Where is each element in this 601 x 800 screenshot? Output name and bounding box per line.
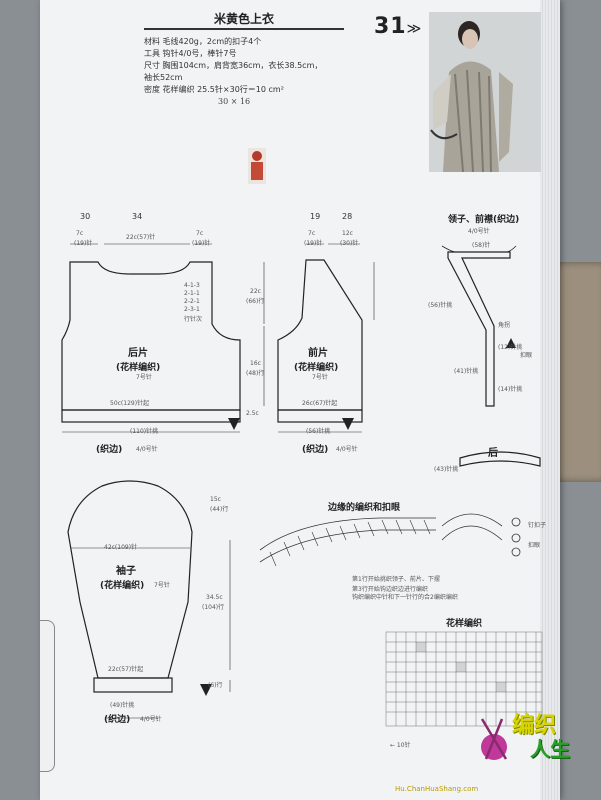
wooden-block bbox=[556, 262, 601, 482]
label-collar: 领子、前襟(织边) bbox=[448, 215, 520, 225]
watermark-logo: 编织 人生 bbox=[472, 705, 601, 785]
pattern-number: 31≫ bbox=[374, 14, 423, 39]
spec-tools: 工具 钩针4/0号，棒针7号 bbox=[144, 49, 237, 58]
pattern-diagram: 30 34 19 28 7c 22c(57)针 7c (19)针 (19)针 7… bbox=[40, 200, 560, 760]
dim-19-b: (19)针 bbox=[192, 240, 211, 247]
dim-back-top: 22c(57)针 bbox=[126, 234, 156, 241]
edging-note-1: 第1行开始挑织领子、前片、下摆 bbox=[352, 576, 440, 583]
label-front-hem: 26c(67)针起 bbox=[302, 400, 338, 407]
button-note: 钉扣子 bbox=[528, 522, 547, 529]
hand-34: 34 bbox=[132, 212, 143, 221]
collar-seam: 扣眼 bbox=[520, 352, 533, 359]
dec-seq-back-2: 2-1-1 bbox=[184, 290, 200, 297]
pattern-chart-title: 花样编织 bbox=[446, 619, 483, 629]
dim-345: 34.5c bbox=[206, 594, 223, 601]
page-edge bbox=[540, 0, 560, 800]
label-sleeve: 袖子 bbox=[116, 566, 136, 577]
book-page: 米黄色上衣 31≫ 材料 毛线420g，2cm的扣子4个 工具 钩针4/0号，棒… bbox=[40, 0, 560, 800]
dim-30: (30)针 bbox=[340, 240, 359, 247]
thumbnail-image bbox=[248, 148, 266, 184]
hand-28: 28 bbox=[342, 212, 353, 221]
collar-count-3: (41)针挑 bbox=[454, 368, 479, 375]
logo-line-1: 编织 bbox=[512, 713, 557, 738]
label-front-width: (56)针挑 bbox=[306, 428, 331, 435]
label-back-needle4: 4/0号针 bbox=[136, 446, 158, 453]
spec-sleeve: 袖长52cm bbox=[144, 73, 183, 82]
label-front-pattern: (花样编织) bbox=[294, 363, 339, 373]
collar-count-4: (12)针挑 bbox=[498, 344, 523, 351]
dim-12c: 12c bbox=[342, 230, 353, 237]
logo-line-2: 人生 bbox=[530, 737, 570, 761]
dim-19-c: (19)针 bbox=[304, 240, 323, 247]
dim-16c: 16c bbox=[250, 360, 261, 367]
dim-7c-b: 7c bbox=[196, 230, 204, 237]
edging-note-3: 钩织编织中针和下一针行的合2编织编织 bbox=[352, 594, 458, 601]
collar-count-5: (14)针挑 bbox=[498, 386, 523, 393]
edging-note-2: 第3行开始钩边织边进行编织 bbox=[352, 586, 428, 593]
button-pos: 扣眼 bbox=[528, 542, 541, 549]
rows-decrease: 行针次 bbox=[184, 316, 203, 323]
label-back: 后片 bbox=[128, 348, 148, 359]
label-sleeve-cuff: 22c(57)针起 bbox=[108, 666, 144, 673]
label-front-ribbing: (织边) bbox=[302, 445, 329, 455]
scale-hint: ← 10针 bbox=[390, 742, 411, 749]
dim-22c: 22c bbox=[250, 288, 261, 295]
dim-6: (6)行 bbox=[208, 682, 223, 689]
spec-gauge: 密度 花样编织 25.5针×30行＝10 cm² bbox=[144, 85, 284, 94]
dim-104: (104)行 bbox=[202, 604, 225, 611]
spec-block: 材料 毛线420g，2cm的扣子4个 工具 钩针4/0号，棒针7号 尺寸 胸围1… bbox=[144, 36, 322, 108]
spec-material: 材料 毛线420g，2cm的扣子4个 bbox=[144, 37, 262, 46]
spec-gauge-note: 30 × 16 bbox=[218, 97, 251, 106]
watermark-url: Hu.ChanHuaShang.com bbox=[395, 785, 479, 793]
label-back-width: (110)针挑 bbox=[130, 428, 159, 435]
label-back-hem: 50c(129)针起 bbox=[110, 400, 150, 407]
hand-30: 30 bbox=[80, 212, 91, 221]
label-back-short: 后 bbox=[488, 448, 498, 459]
back-neck-count: (43)针挑 bbox=[434, 466, 459, 473]
dim-19-a: (19)针 bbox=[74, 240, 93, 247]
dec-seq-back-3: 2-2-1 bbox=[184, 298, 200, 305]
label-sleeve-needle: 7号针 bbox=[154, 582, 170, 589]
side-tab bbox=[40, 620, 55, 772]
label-collar-needle: 4/0号针 bbox=[468, 228, 490, 235]
collar-count-1: (58)针 bbox=[472, 242, 491, 249]
collar-count-2: (56)针挑 bbox=[428, 302, 453, 309]
dim-48: (48)行 bbox=[246, 370, 265, 377]
pattern-title: 米黄色上衣 bbox=[144, 10, 344, 30]
dim-15c: 15c bbox=[210, 496, 221, 503]
label-front-needle: 7号针 bbox=[312, 374, 328, 381]
label-sleeve-ribbing: (织边) bbox=[104, 715, 131, 725]
model-photo bbox=[429, 12, 541, 172]
dim-25c: 2.5c bbox=[246, 410, 259, 417]
dim-44: (44)行 bbox=[210, 506, 229, 513]
label-front-needle4: 4/0号针 bbox=[336, 446, 358, 453]
dec-seq-back-4: 2-3-1 bbox=[184, 306, 200, 313]
label-sleeve-width: 42c(109)针 bbox=[104, 544, 138, 551]
dim-66: (66)行 bbox=[246, 298, 265, 305]
collar-corner: 角拐 bbox=[498, 322, 511, 329]
dim-7c-c: 7c bbox=[308, 230, 316, 237]
label-back-ribbing: (织边) bbox=[96, 445, 123, 455]
label-back-pattern: (花样编织) bbox=[116, 363, 161, 373]
dim-7c-a: 7c bbox=[76, 230, 84, 237]
label-sleeve-pattern: (花样编织) bbox=[100, 581, 145, 591]
label-sleeve-needle4: 4/0号针 bbox=[140, 716, 162, 723]
hand-19: 19 bbox=[310, 212, 321, 221]
label-sleeve-rib: (49)针挑 bbox=[110, 702, 135, 709]
label-back-needle: 7号针 bbox=[136, 374, 152, 381]
edging-title: 边缘的编织和扣眼 bbox=[328, 503, 401, 513]
spec-size: 尺寸 胸围104cm，肩背宽36cm，衣长38.5cm， bbox=[144, 61, 323, 70]
dec-seq-back-1: 4-1-3 bbox=[184, 282, 200, 289]
label-front: 前片 bbox=[308, 348, 328, 359]
